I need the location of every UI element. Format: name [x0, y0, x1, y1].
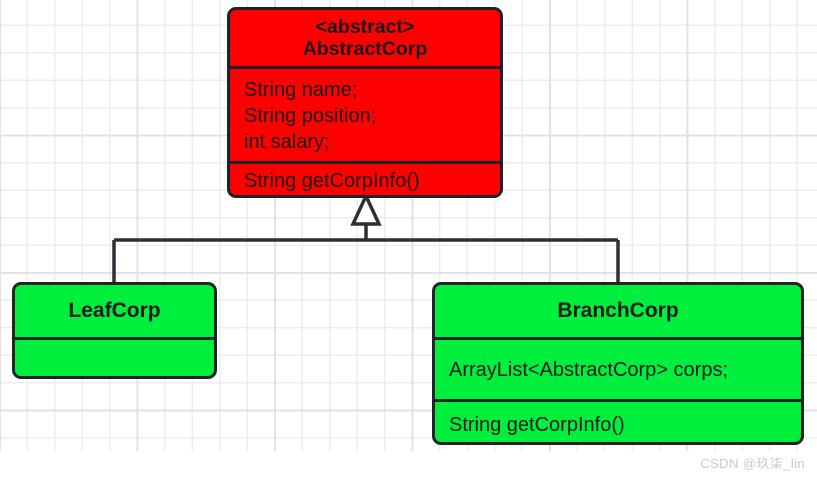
class-attribute: ArrayList<AbstractCorp> corps; [449, 358, 728, 381]
class-attributes-abstract-corp: String name; String position; int salary… [230, 66, 500, 161]
watermark-text: CSDN @玖柒_lin [700, 456, 805, 471]
class-box-leaf-corp[interactable]: LeafCorp [12, 282, 217, 379]
class-attribute: int salary; [244, 131, 330, 153]
class-box-abstract-corp[interactable]: <abstract> AbstractCorp String name; Str… [227, 7, 503, 198]
class-name: AbstractCorp [302, 38, 428, 60]
class-box-branch-corp[interactable]: BranchCorp ArrayList<AbstractCorp> corps… [432, 282, 804, 445]
class-attributes-branch-corp: ArrayList<AbstractCorp> corps; [435, 337, 801, 399]
class-attributes-leaf-corp [15, 337, 214, 376]
class-stereotype: <abstract> [315, 15, 415, 38]
class-title-leaf-corp: LeafCorp [15, 285, 214, 337]
class-attribute: String name; [244, 79, 358, 101]
class-name: LeafCorp [68, 298, 161, 322]
class-attribute: String position; [244, 105, 377, 127]
class-operations-branch-corp: String getCorpInfo() [435, 399, 801, 442]
class-title-abstract-corp: <abstract> AbstractCorp [230, 10, 500, 66]
class-name: BranchCorp [557, 298, 679, 322]
inheritance-triangle-icon [350, 191, 382, 226]
class-title-branch-corp: BranchCorp [435, 285, 801, 337]
class-operation: String getCorpInfo() [449, 414, 625, 436]
class-operation: String getCorpInfo() [244, 169, 420, 192]
class-operations-abstract-corp: String getCorpInfo() [230, 161, 500, 195]
